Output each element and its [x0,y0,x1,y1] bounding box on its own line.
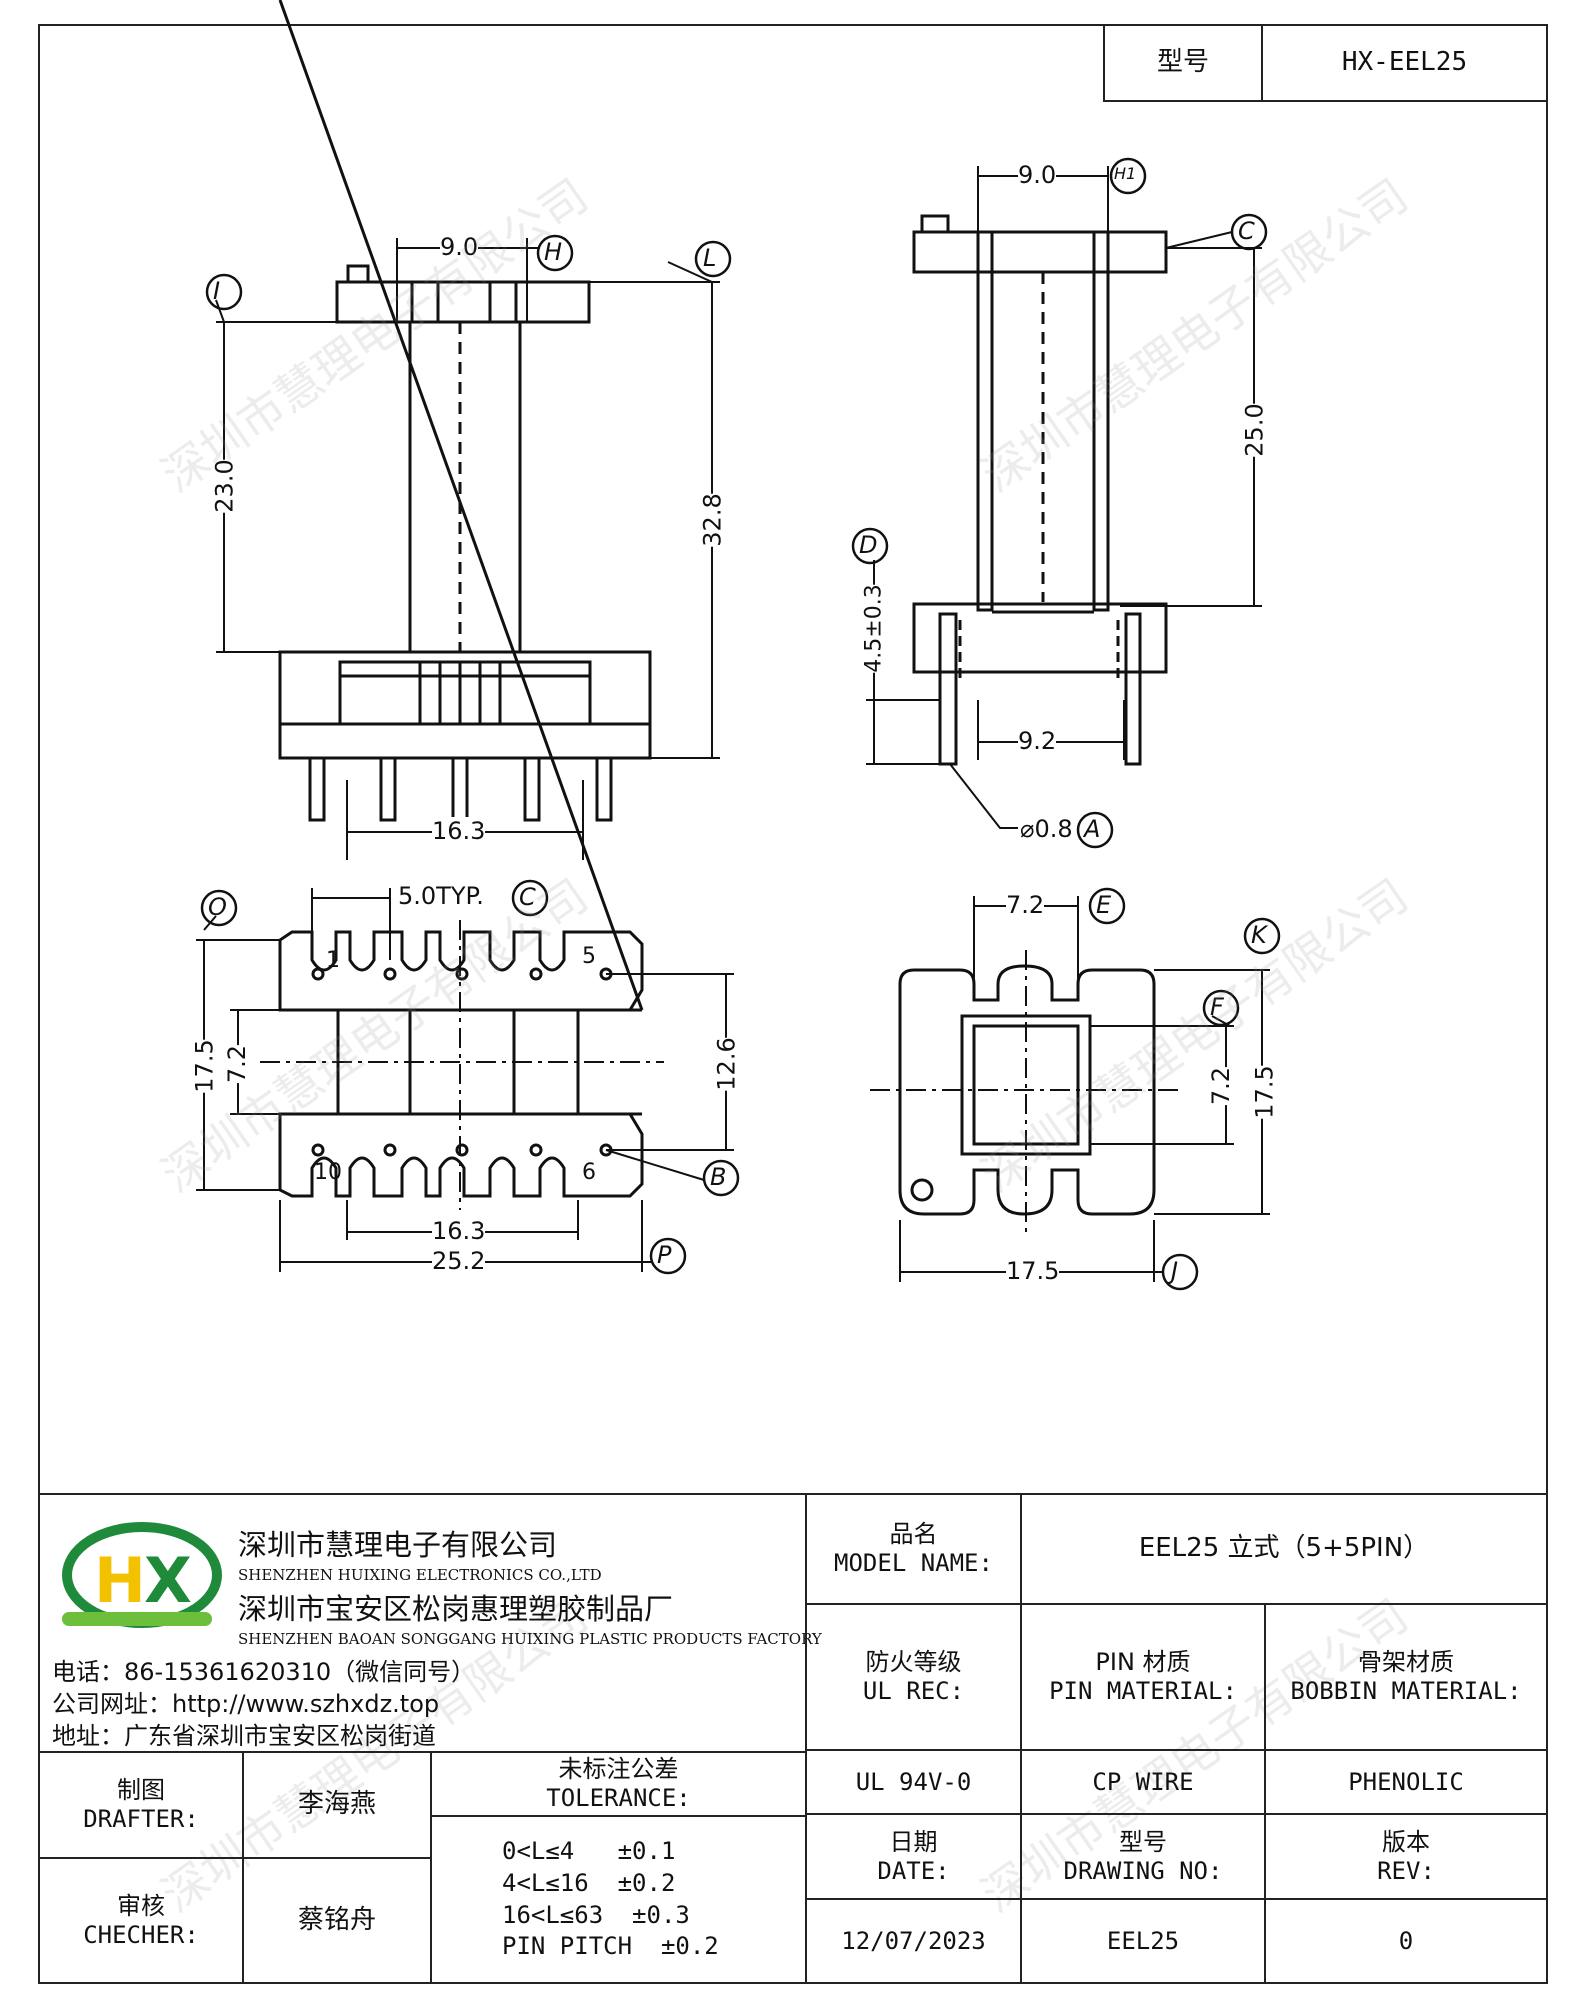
factory-name-en: SHENZHEN BAOAN SONGGANG HUIXING PLASTIC … [238,1630,822,1648]
callout-d: D [859,531,878,559]
callout-l: L [703,244,717,272]
bottom-dim-bottom-inner: 16.3 [432,1217,486,1245]
date-value: 12/07/2023 [805,1898,1022,1984]
company-name-en: SHENZHEN HUIXING ELECTRONICS CO.,LTD [238,1566,602,1584]
top-dim-right-inner: 7.2 [1207,1066,1236,1106]
bottom-dim-left-inner: 7.2 [223,1044,252,1084]
bottom-dim-top: 5.0TYP. [398,882,484,910]
tolerance-line: 16<L≤63 ±0.3 [502,1900,690,1929]
front-dim-bottom: 16.3 [432,817,486,845]
callout-c-bottom: C [519,883,536,911]
drafter-name: 李海燕 [242,1751,432,1859]
top-dim-right-outer: 17.5 [1250,1065,1279,1119]
bottom-view [196,0,734,1272]
callout-circles [200,157,1281,1291]
company-logo: H X [52,1520,222,1640]
model-name-value: EEL25 立式（5+5PIN） [1020,1493,1548,1605]
callout-k: K [1251,921,1267,949]
front-dim-left: 23.0 [210,459,239,513]
bottom-dim-left-outer: 17.5 [190,1039,219,1093]
side-dim-left: 4.5±0.3 [861,584,887,673]
side-dim-right: 25.0 [1240,403,1269,457]
bobbin-material-value: PHENOLIC [1264,1749,1548,1815]
bottom-dim-bottom-outer: 25.2 [432,1247,486,1275]
tolerance-list: 0<L≤4 ±0.1 4<L≤16 ±0.2 16<L≤63 ±0.3 PIN … [430,1815,807,1984]
top-dim-bottom: 17.5 [1006,1257,1060,1285]
callout-f: F [1210,993,1224,1021]
callout-c-side: C [1238,217,1255,245]
callout-b: B [710,1163,727,1191]
engineering-drawing [196,0,1281,1291]
company-address: 地址：广东省深圳市宝安区松岗街道 [52,1722,436,1750]
front-view [215,238,720,860]
svg-text:H: H [94,1544,146,1617]
tolerance-line: 4<L≤16 ±0.2 [502,1868,676,1897]
rev-value: 0 [1264,1898,1548,1984]
bottom-dim-right: 12.6 [712,1037,741,1091]
callout-e: E [1096,891,1112,919]
drawing-no-value: EEL25 [1020,1898,1266,1984]
checker-name: 蔡铭舟 [242,1857,432,1984]
side-dim-top: 9.0 [1018,161,1057,189]
front-dim-right: 32.8 [698,493,727,547]
header-model-value: HX-EEL25 [1261,24,1548,102]
callout-i: I [213,277,221,305]
callout-j: J [1171,1257,1179,1285]
callout-a: A [1084,815,1101,843]
front-dim-top: 9.0 [440,233,479,261]
side-view [866,166,1262,829]
callout-p: P [657,1241,672,1269]
callout-o: O [208,893,227,921]
ul-rec-value: UL 94V-0 [805,1749,1022,1815]
side-dim-bottom: 9.2 [1018,727,1057,755]
callout-h1: H1 [1114,164,1137,183]
tolerance-line: 0<L≤4 ±0.1 [502,1837,676,1866]
tolerance-line: PIN PITCH ±0.2 [502,1932,719,1961]
pin-number-1: 1 [326,948,340,973]
callout-h: H [544,238,563,266]
side-pin-diameter: ⌀0.8 [1020,815,1073,843]
top-dim-top: 7.2 [1006,891,1045,919]
factory-name-cn: 深圳市宝安区松岗惠理塑胶制品厂 [238,1592,674,1626]
pin-number-5: 5 [582,944,596,969]
company-phone: 电话：86-15361620310（微信同号） [52,1658,476,1686]
company-website: 公司网址：http://www.szhxdz.top [52,1690,440,1718]
company-name-cn: 深圳市慧理电子有限公司 [238,1528,558,1562]
pin-material-value: CP WIRE [1020,1749,1266,1815]
pin-number-10: 10 [314,1160,342,1185]
pin-number-6: 6 [582,1160,596,1185]
svg-text:X: X [144,1544,192,1617]
